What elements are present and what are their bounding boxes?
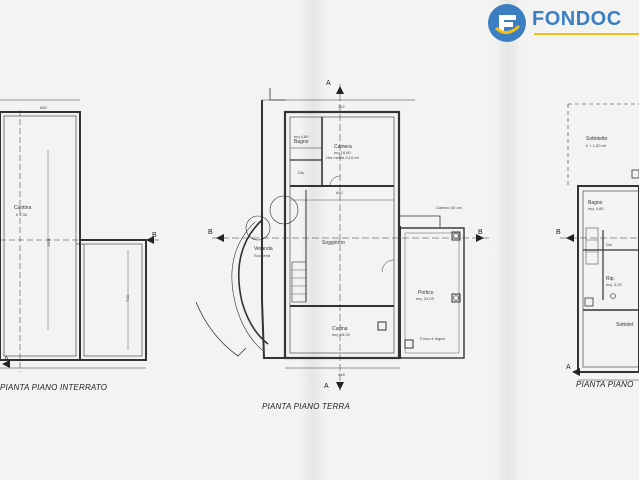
room-rip: Rip. <box>606 276 615 282</box>
room-camera-area: mq 18,60 <box>334 150 351 155</box>
room-sottotetto: Sottotetto <box>586 136 608 142</box>
fondoc-logo: FONDOC <box>486 2 639 42</box>
plan-title-primo: PIANTA PIANO <box>576 380 634 389</box>
ground-floor-plan <box>195 84 490 392</box>
section-marker-b: B <box>556 229 561 236</box>
section-marker-a: A <box>566 364 571 371</box>
section-arrow <box>336 382 344 390</box>
label-camino: Camino 40 cm <box>436 205 462 210</box>
room-bagno-area: mq 4,80 <box>294 134 309 139</box>
room-bagno: Bagno <box>294 139 309 145</box>
room-cantina: Cantina <box>14 205 32 211</box>
room-veranda-sub: Scoperta <box>254 253 271 258</box>
section-marker-b: B <box>208 229 213 236</box>
room-camera-height: Hm media 3,10 ml <box>326 155 359 160</box>
paper-fold <box>495 0 521 480</box>
dimension-label: 416 <box>338 372 345 377</box>
brand-name: FONDOC <box>532 8 622 30</box>
dimension-label: 660 <box>40 105 47 110</box>
room-soggiorno: Soggiorno <box>322 240 345 246</box>
section-marker-a: A <box>4 356 9 363</box>
room-portico: Portico <box>418 290 434 296</box>
room-dis: Dis. <box>298 170 305 175</box>
dimension-label: 1101 <box>45 238 51 247</box>
room-sottotetto-2: Sottotet <box>616 322 634 328</box>
room-veranda: Veranda <box>254 246 273 252</box>
room-sottotetto-height: h < 1,50 ml <box>586 143 606 148</box>
brand-underline <box>534 33 639 35</box>
section-marker-b: B <box>478 229 483 236</box>
dimension-label: 700 <box>124 295 130 302</box>
paper-fold <box>300 0 326 480</box>
fondoc-logo-icon <box>488 4 526 42</box>
section-arrow <box>2 360 10 368</box>
room-height: h 2,30 <box>16 212 28 217</box>
room-portico-area: mq. 24,09 <box>416 296 434 301</box>
section-arrow <box>476 234 484 242</box>
section-arrow <box>146 236 154 244</box>
first-floor-plan <box>560 103 639 381</box>
section-arrow <box>216 234 224 242</box>
section-marker-a: A <box>324 383 329 390</box>
section-marker-b: B <box>152 232 157 239</box>
room-bagno-area: mq. 4,80 <box>588 206 604 211</box>
room-cucina-area: mq. 15,00 <box>332 332 350 337</box>
section-arrow <box>566 234 574 242</box>
label-forno: Forno e legna <box>420 336 445 341</box>
basement-plan <box>0 99 160 372</box>
room-camera: Camera <box>334 144 352 150</box>
room-dis: Dis. <box>606 242 613 247</box>
dimension-label: 640 <box>336 190 343 195</box>
room-rip-area: mq. 3,25 <box>606 282 622 287</box>
section-marker-a: A <box>326 80 331 87</box>
plan-title-interrato: PIANTA PIANO INTERRATO <box>0 383 108 392</box>
section-arrow <box>336 86 344 94</box>
section-arrow <box>572 368 580 376</box>
room-bagno: Bagno <box>588 200 603 206</box>
plan-title-terra: PIANTA PIANO TERRA <box>262 402 351 411</box>
dimension-label: 312 <box>338 104 345 109</box>
room-cucina: Cucina <box>332 326 348 332</box>
